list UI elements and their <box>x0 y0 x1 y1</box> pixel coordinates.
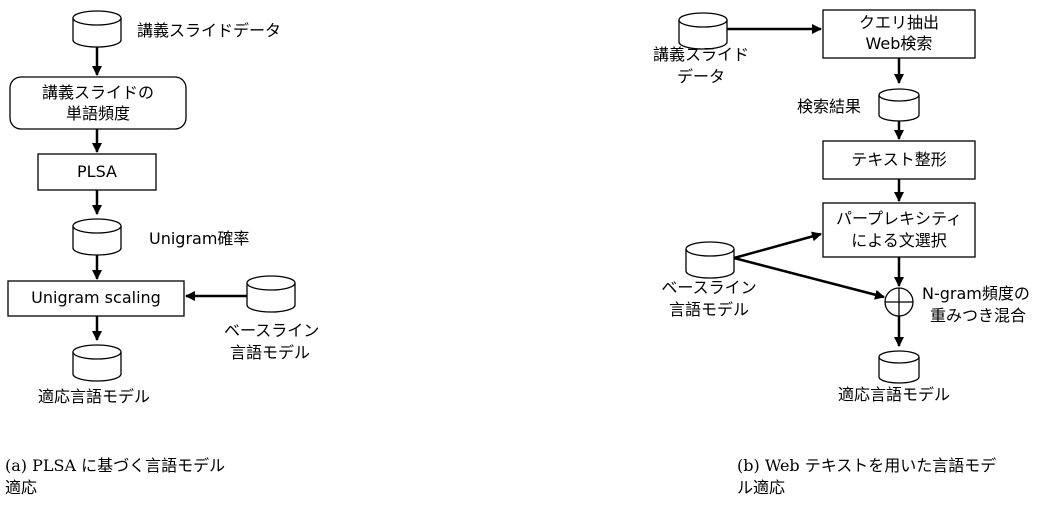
left-slide-data-label: 講義スライドデータ <box>137 21 282 40</box>
left-unigram-scaling-label: Unigram scaling <box>31 288 161 307</box>
right-query-label-1: クエリ抽出 <box>858 13 939 32</box>
right-caption-line-2: ル適応 <box>737 478 786 497</box>
right-ngram-mix-label-2: 重みつき混合 <box>930 306 1027 325</box>
right-slide-data-label-2: データ <box>676 67 725 86</box>
right-arrow-baseline-to-mix <box>733 256 885 300</box>
right-text-format-box <box>822 140 976 180</box>
left-unigram-prob-label: Unigram確率 <box>149 229 250 248</box>
right-slide-data-label-1: 講義スライド <box>652 45 749 64</box>
right-text-format-label: テキスト整形 <box>851 150 947 169</box>
left-baseline-label-2: 言語モデル <box>230 343 311 362</box>
right-query-label-2: Web検索 <box>865 34 933 53</box>
right-search-result-label: 検索結果 <box>797 97 862 116</box>
left-adapted-db <box>72 344 122 382</box>
right-perplexity-label-1: パープレキシティ <box>835 209 963 228</box>
right-mix-circle <box>884 287 914 317</box>
left-slide-data-db <box>72 10 122 48</box>
left-adapted-label: 適応言語モデル <box>38 387 151 406</box>
left-unigram-scaling-box <box>7 280 185 317</box>
left-baseline-db <box>246 275 296 313</box>
left-unigram-db <box>72 218 122 256</box>
left-word-freq-label-2: 単語頻度 <box>65 104 130 123</box>
right-caption-line-1: (b) Web テキストを用いた言語モデ <box>737 456 997 475</box>
right-adapted-label: 適応言語モデル <box>838 385 951 404</box>
left-word-freq-label-1: 講義スライドの <box>41 83 154 102</box>
right-perplexity-label-2: による文選択 <box>851 231 947 250</box>
right-ngram-mix-label-1: N-gram頻度の <box>922 284 1030 303</box>
left-baseline-label-1: ベースライン <box>224 321 320 340</box>
left-caption-line-1: (a) PLSA に基づく言語モデル <box>5 456 226 475</box>
right-adapted-db <box>878 350 920 384</box>
right-baseline-label-2: 言語モデル <box>668 300 749 319</box>
left-caption-line-2: 適応 <box>5 478 38 497</box>
right-baseline-db <box>685 241 735 279</box>
left-plsa-box <box>37 153 157 191</box>
right-arrow-baseline-to-perplexity <box>733 231 822 260</box>
right-perplexity-box <box>822 202 976 258</box>
right-baseline-label-1: ベースライン <box>661 278 757 297</box>
left-plsa-label: PLSA <box>77 162 117 181</box>
right-slide-data-db <box>678 12 728 50</box>
right-search-result-db <box>878 88 920 122</box>
